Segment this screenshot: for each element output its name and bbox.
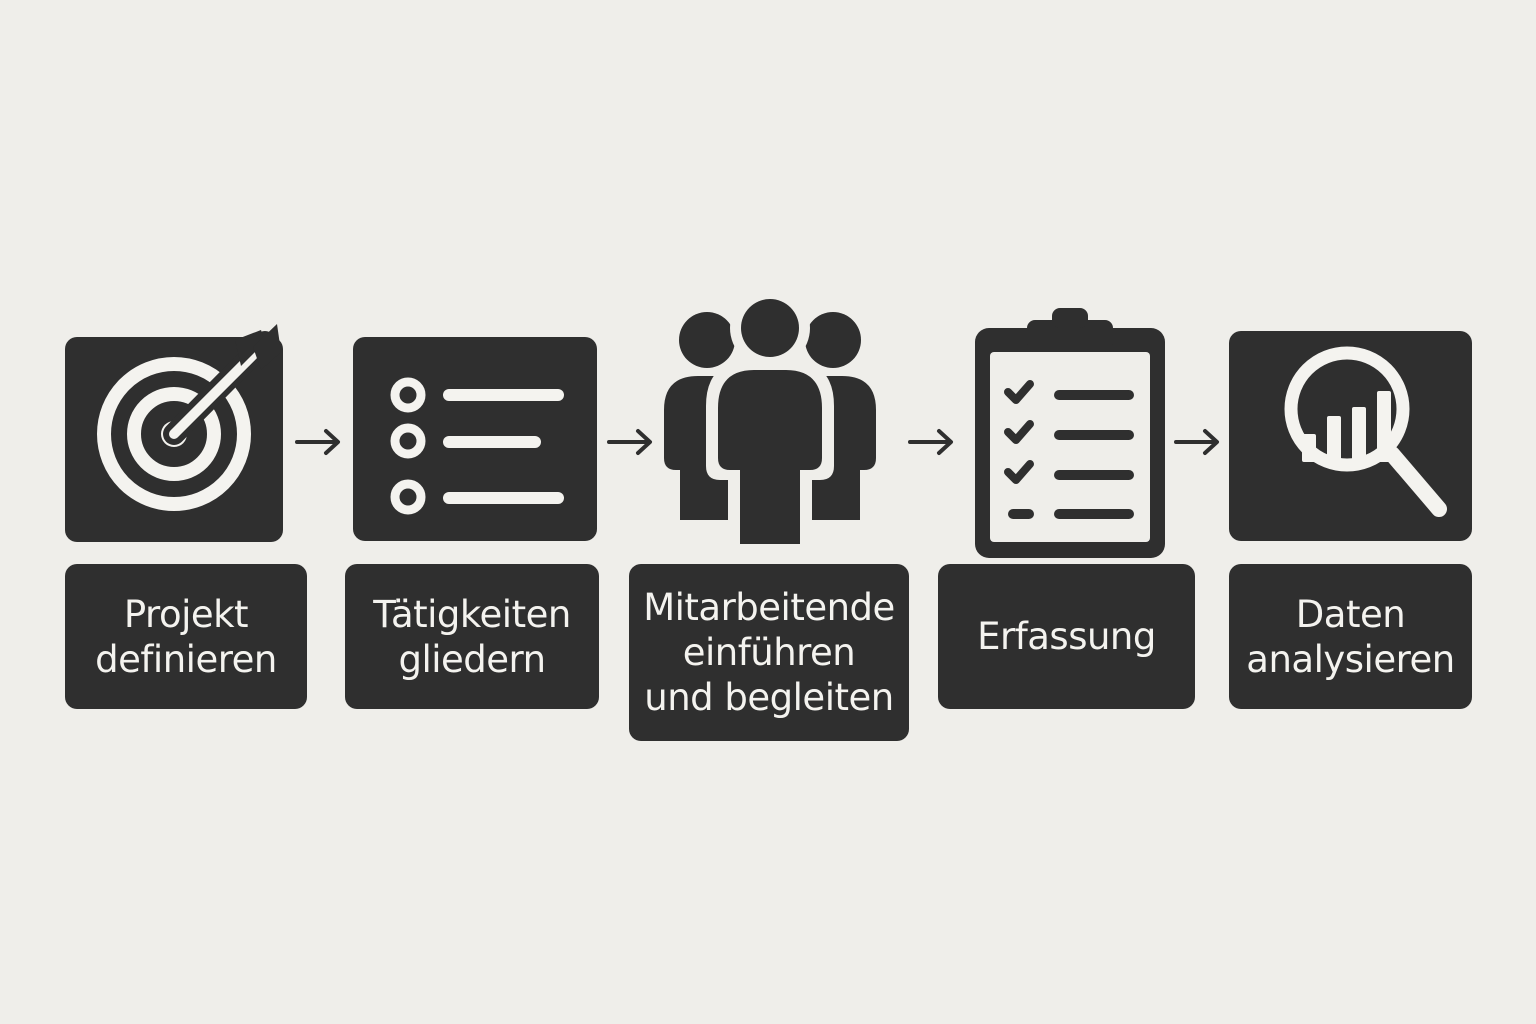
arrow-right-icon (293, 427, 343, 457)
step-label-taetigkeiten: Tätigkeiten gliedern (345, 564, 599, 709)
target-arrow-icon (65, 322, 283, 542)
list-icon (353, 337, 597, 541)
step-label-text: Tätigkeiten gliedern (373, 592, 571, 681)
arrow-right-icon (906, 427, 956, 457)
step-label-projekt: Projekt definieren (65, 564, 307, 709)
step-label-text: Daten analysieren (1246, 592, 1455, 681)
step-label-text: Mitarbeitende einführen und begleiten (643, 586, 895, 719)
arrow-right-icon (605, 427, 655, 457)
step-label-text: Projekt definieren (95, 592, 277, 681)
step-label-mitarbeitende: Mitarbeitende einführen und begleiten (629, 564, 909, 741)
people-group-icon (662, 298, 878, 544)
step-label-erfassung: Erfassung (938, 564, 1195, 709)
step-label-text: Erfassung (977, 615, 1156, 658)
clipboard-checklist-icon (972, 308, 1168, 558)
step-label-daten: Daten analysieren (1229, 564, 1472, 709)
magnifier-chart-icon (1229, 331, 1472, 541)
arrow-right-icon (1172, 427, 1222, 457)
